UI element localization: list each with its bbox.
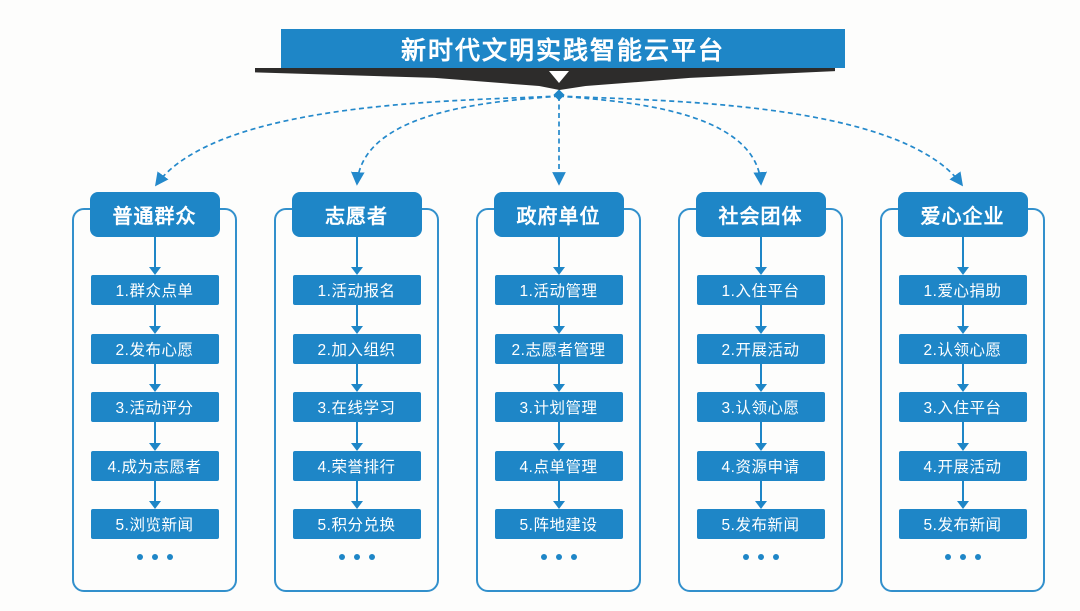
step-box: 1.活动报名 xyxy=(292,275,421,305)
connector-to-volunteers-icon xyxy=(351,95,560,186)
down-arrow-icon xyxy=(350,480,363,510)
step-box: 5.发布新闻 xyxy=(696,509,825,539)
down-arrow-icon xyxy=(956,480,969,510)
step-box: 3.认领心愿 xyxy=(696,392,825,422)
step-box: 4.成为志愿者 xyxy=(90,450,219,481)
down-arrow-icon xyxy=(552,363,565,393)
step-box: 3.在线学习 xyxy=(292,392,421,422)
step-box: 2.开展活动 xyxy=(696,333,825,364)
platform-title: 新时代文明实践智能云平台 xyxy=(400,36,725,65)
step-box: 3.计划管理 xyxy=(494,392,623,422)
column-social-organizations: 社会团体 1.入住平台 2.开展活动 3.认领心愿 4.资源申请 5.发布新闻 xyxy=(678,192,843,592)
step-box: 5.阵地建设 xyxy=(494,509,623,539)
down-arrow-icon xyxy=(552,422,565,451)
step-box: 1.爱心捐助 xyxy=(898,275,1027,305)
down-arrow-icon xyxy=(350,237,363,275)
down-arrow-icon xyxy=(754,305,767,334)
down-arrow-icon xyxy=(148,422,161,451)
down-arrow-icon xyxy=(148,237,161,275)
step-box: 5.发布新闻 xyxy=(898,509,1027,539)
step-box: 2.认领心愿 xyxy=(898,333,1027,364)
step-box: 4.点单管理 xyxy=(494,450,623,481)
step-box: 4.开展活动 xyxy=(898,450,1027,481)
connector-to-caring-enterprises-icon xyxy=(558,95,964,187)
down-arrow-icon xyxy=(956,422,969,451)
column-header: 志愿者 xyxy=(291,192,422,237)
column-caring-enterprises: 爱心企业 1.爱心捐助 2.认领心愿 3.入住平台 4.开展活动 5.发布新闻 xyxy=(880,192,1045,592)
column-government-units: 政府单位 1.活动管理 2.志愿者管理 3.计划管理 4.点单管理 5.阵地建设 xyxy=(476,192,641,592)
step-box: 1.入住平台 xyxy=(696,275,825,305)
column-volunteers: 志愿者 1.活动报名 2.加入组织 3.在线学习 4.荣誉排行 5.积分兑换 xyxy=(274,192,439,592)
connector-to-social-organizations-icon xyxy=(558,95,767,186)
step-box: 2.加入组织 xyxy=(292,333,421,364)
ellipsis-icon xyxy=(338,554,375,560)
fan-origin-diamond-icon xyxy=(553,89,565,101)
step-box: 5.积分兑换 xyxy=(292,509,421,539)
step-box: 3.活动评分 xyxy=(90,392,219,422)
down-arrow-icon xyxy=(552,237,565,275)
column-header: 政府单位 xyxy=(493,192,624,237)
down-arrow-icon xyxy=(552,305,565,334)
banner-down-triangle-icon xyxy=(549,71,569,83)
down-arrow-icon xyxy=(350,363,363,393)
down-arrow-icon xyxy=(350,305,363,334)
step-box: 1.群众点单 xyxy=(90,275,219,305)
down-arrow-icon xyxy=(148,363,161,393)
step-box: 4.荣誉排行 xyxy=(292,450,421,481)
step-box: 5.浏览新闻 xyxy=(90,509,219,539)
down-arrow-icon xyxy=(956,363,969,393)
ellipsis-icon xyxy=(540,554,577,560)
step-box: 2.发布心愿 xyxy=(90,333,219,364)
down-arrow-icon xyxy=(350,422,363,451)
ellipsis-icon xyxy=(944,554,981,560)
down-arrow-icon xyxy=(754,237,767,275)
down-arrow-icon xyxy=(754,363,767,393)
column-general-public: 普通群众 1.群众点单 2.发布心愿 3.活动评分 4.成为志愿者 5.浏览新闻 xyxy=(72,192,237,592)
column-header: 爱心企业 xyxy=(897,192,1028,237)
down-arrow-icon xyxy=(754,422,767,451)
down-arrow-icon xyxy=(956,237,969,275)
down-arrow-icon xyxy=(148,480,161,510)
column-header: 普通群众 xyxy=(89,192,220,237)
step-box: 4.资源申请 xyxy=(696,450,825,481)
connector-to-general-public-icon xyxy=(154,95,560,187)
step-box: 2.志愿者管理 xyxy=(494,333,623,364)
step-box: 1.活动管理 xyxy=(494,275,623,305)
down-arrow-icon xyxy=(148,305,161,334)
down-arrow-icon xyxy=(552,480,565,510)
ellipsis-icon xyxy=(742,554,779,560)
down-arrow-icon xyxy=(956,305,969,334)
platform-title-banner: 新时代文明实践智能云平台 xyxy=(281,29,845,68)
step-box: 3.入住平台 xyxy=(898,392,1027,422)
ellipsis-icon xyxy=(136,554,173,560)
down-arrow-icon xyxy=(754,480,767,510)
column-header: 社会团体 xyxy=(695,192,826,237)
